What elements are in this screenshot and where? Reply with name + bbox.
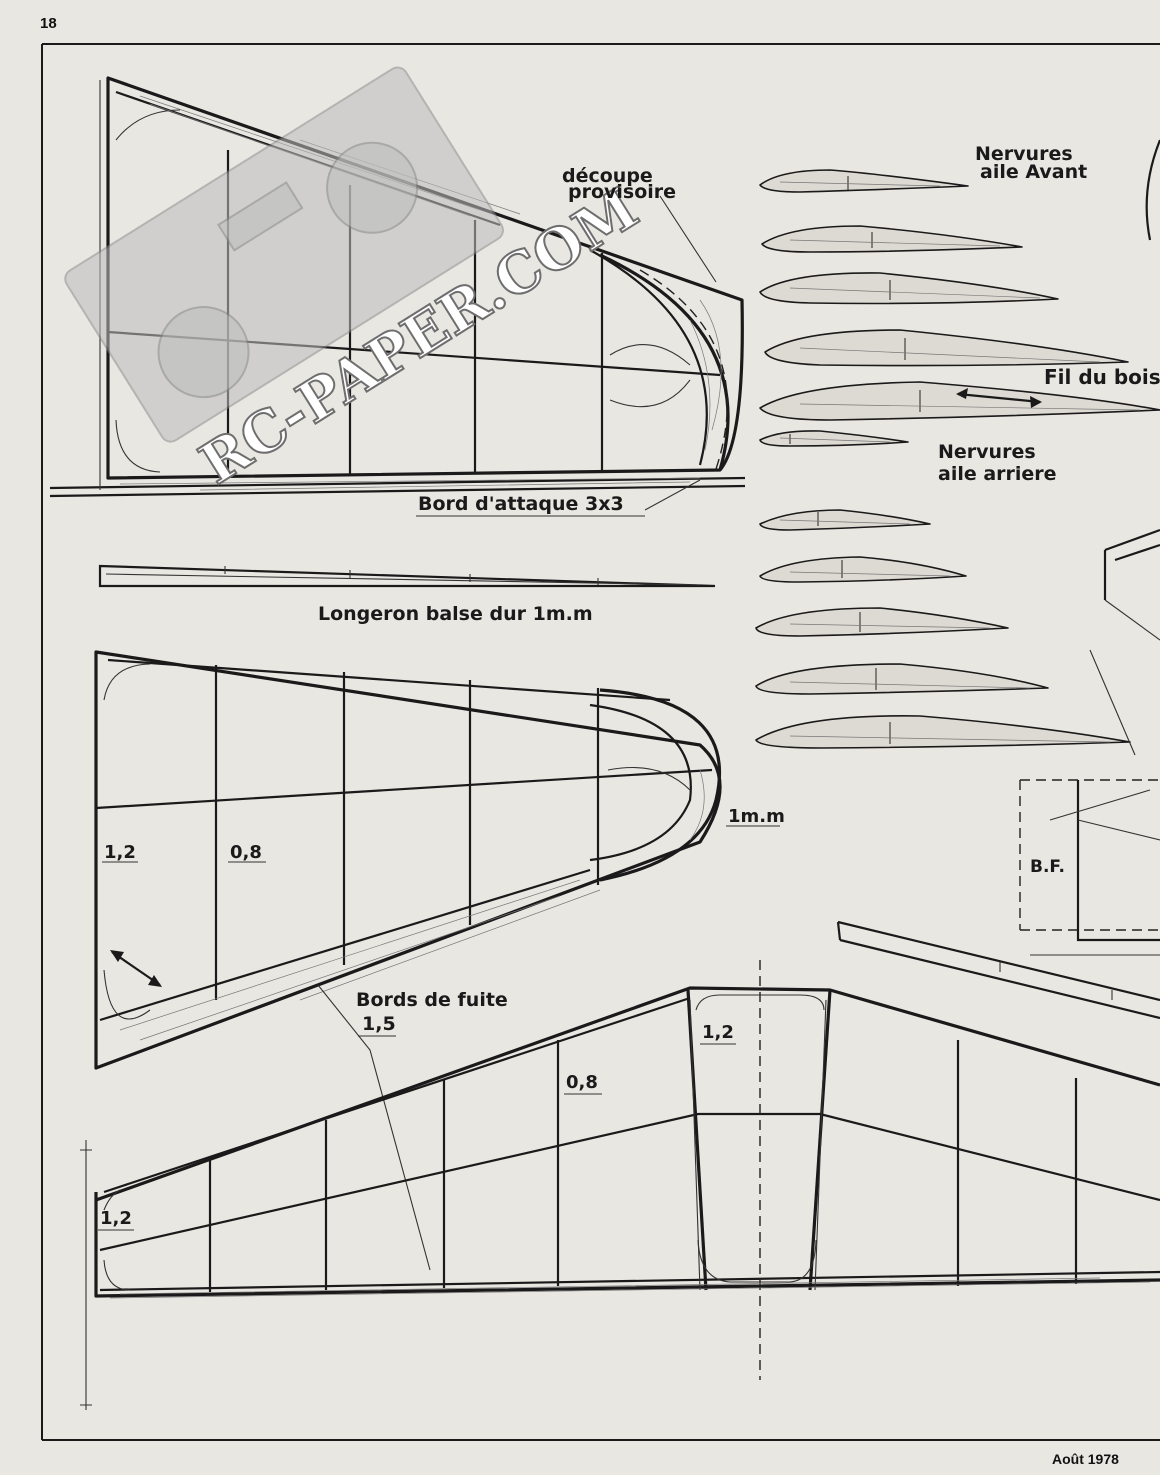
rc-paper-watermark: RC-PAPER.COM bbox=[64, 66, 650, 499]
label-dim-0-8-lower: 0,8 bbox=[566, 1072, 598, 1093]
label-nervures-avant-2: aile Avant bbox=[980, 161, 1087, 183]
issue-date: Août 1978 bbox=[1052, 1451, 1119, 1467]
grain-direction-arrow bbox=[956, 388, 1042, 408]
label-bord-attaque: Bord d'attaque 3x3 bbox=[418, 493, 624, 515]
label-dim-1-5: 1,5 bbox=[362, 1013, 396, 1035]
rear-wing-ribs bbox=[755, 430, 1131, 749]
label-bf: B.F. bbox=[1030, 857, 1065, 877]
front-wing-ribs bbox=[759, 169, 1160, 421]
label-dim-1-2-lower: 1,2 bbox=[100, 1208, 132, 1229]
label-decoupe-2: provisoire bbox=[568, 181, 676, 203]
spar-longeron bbox=[98, 564, 716, 588]
label-bords-de-fuite: Bords de fuite bbox=[356, 989, 508, 1011]
label-longeron: Longeron balse dur 1m.m bbox=[318, 603, 593, 625]
label-fil-du-bois: Fil du bois bbox=[1044, 365, 1160, 389]
label-nervures-arriere-2: aile arriere bbox=[938, 463, 1057, 485]
label-nervures-avant-1: Nervures bbox=[975, 143, 1073, 165]
label-dim-1-2-left: 1,2 bbox=[104, 842, 136, 863]
temporary-cut-line bbox=[639, 269, 728, 473]
label-dim-1-2-center: 1,2 bbox=[702, 1022, 734, 1043]
page-number: 18 bbox=[40, 15, 57, 32]
label-nervures-arriere-1: Nervures bbox=[938, 441, 1036, 463]
stabilizer-panel bbox=[80, 960, 1160, 1410]
label-one-mm: 1m.m bbox=[728, 806, 785, 827]
rear-wing-panel bbox=[94, 650, 722, 1070]
drawing-frame bbox=[41, 43, 1160, 1441]
label-decoupe-1: découpe bbox=[562, 165, 653, 187]
label-dim-0-8-left: 0,8 bbox=[230, 842, 262, 863]
right-edge-details bbox=[836, 139, 1160, 1020]
front-wing-panel bbox=[49, 76, 746, 511]
